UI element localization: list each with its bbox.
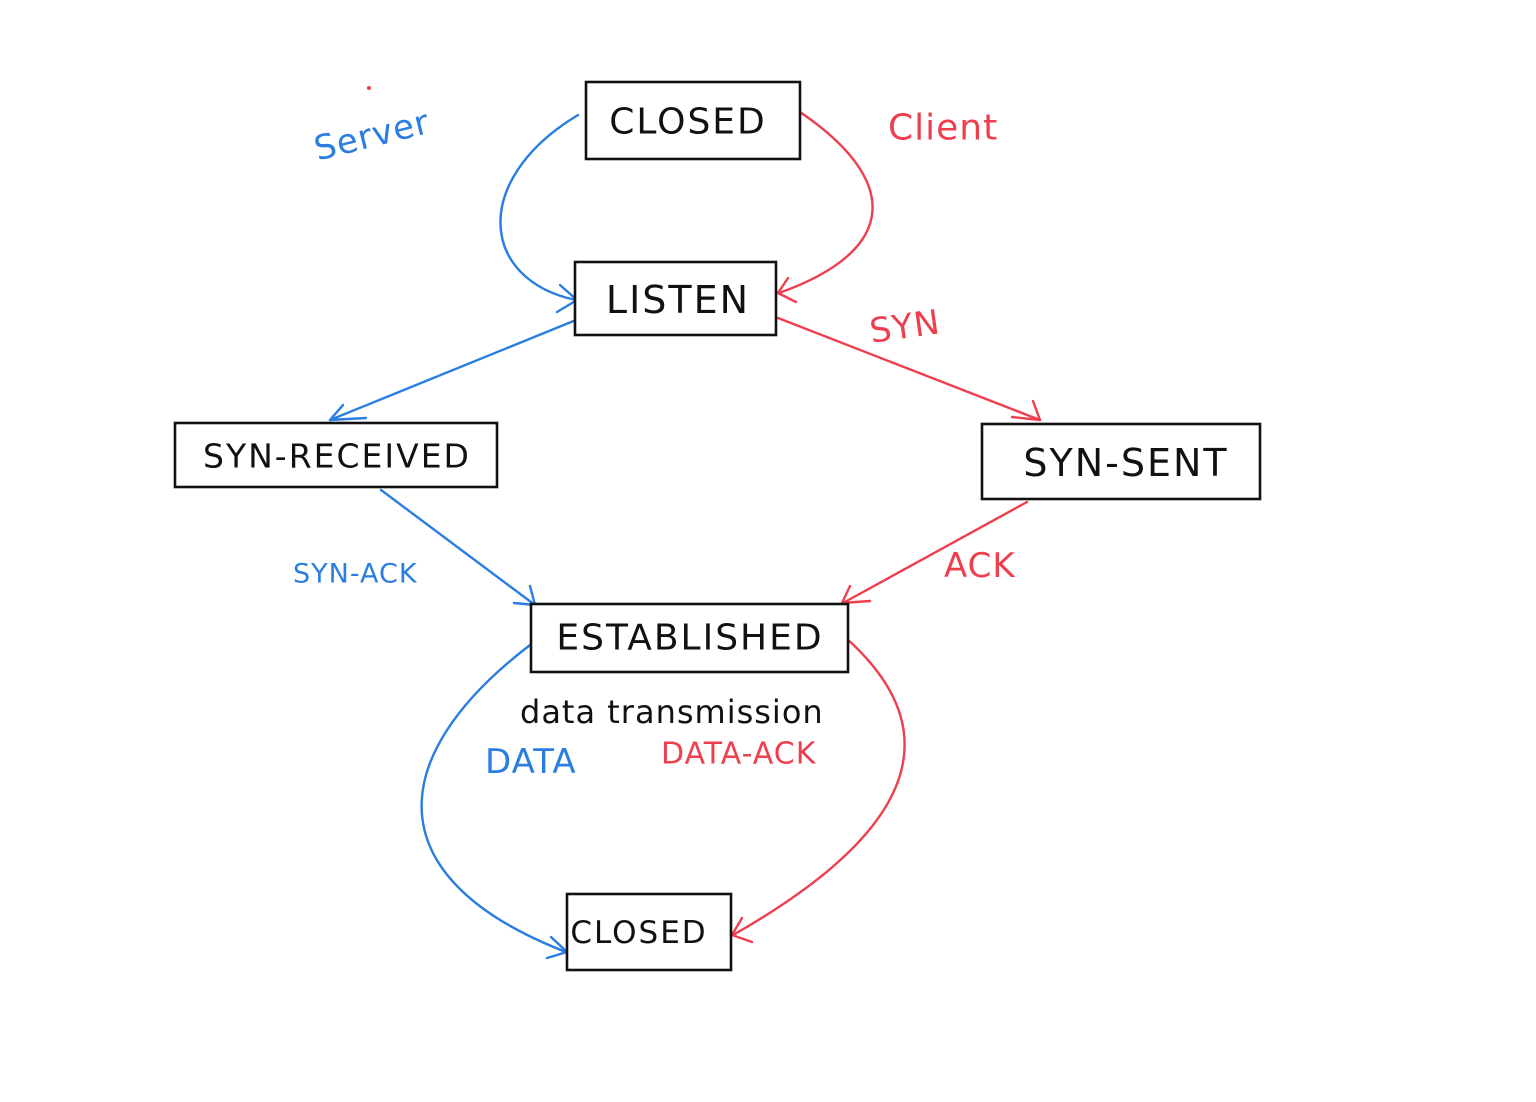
edge-established-to-closed-client	[731, 636, 906, 937]
arrowhead-syn-sent	[1010, 399, 1042, 422]
message-syn-ack-label: SYN-ACK	[293, 559, 418, 590]
edge-closed-to-listen-server	[499, 113, 580, 302]
edge-syn-received-to-established	[379, 488, 537, 607]
state-syn-received: SYN-RECEIVED	[173, 421, 499, 489]
edge-syn-sent-to-established	[841, 500, 1029, 605]
state-closed-top: CLOSED	[584, 80, 802, 161]
message-syn-label: SYN	[867, 302, 943, 351]
client-edges	[730, 110, 1042, 944]
edge-listen-to-syn-sent	[776, 316, 1042, 422]
role-client-label: Client	[888, 108, 998, 149]
ink-dot	[367, 86, 371, 90]
state-syn-sent-label: SYN-SENT	[1023, 441, 1228, 485]
arrowhead-listen-client	[776, 276, 798, 304]
message-data-ack-label: DATA-ACK	[661, 737, 817, 772]
state-closed-bottom: CLOSED	[565, 892, 733, 972]
state-established: ESTABLISHED	[529, 602, 850, 674]
edge-listen-to-syn-received	[328, 318, 578, 422]
annotation-data-transmission: data transmission	[520, 693, 824, 731]
state-listen: LISTEN	[573, 260, 778, 337]
state-listen-label: LISTEN	[606, 278, 750, 322]
server-edges	[328, 113, 580, 960]
edge-closed-to-listen-client	[777, 110, 874, 295]
state-closed-bottom-label: CLOSED	[570, 915, 707, 951]
role-server-label: Server	[310, 102, 434, 169]
state-established-label: ESTABLISHED	[556, 618, 823, 659]
state-syn-sent: SYN-SENT	[980, 422, 1262, 501]
state-closed-top-label: CLOSED	[609, 102, 767, 143]
message-ack-label: ACK	[944, 546, 1016, 586]
arrowhead-syn-received	[328, 403, 368, 422]
message-data-label: DATA	[485, 742, 577, 782]
state-syn-received-label: SYN-RECEIVED	[203, 437, 471, 476]
edge-established-to-closed-server	[420, 643, 568, 954]
